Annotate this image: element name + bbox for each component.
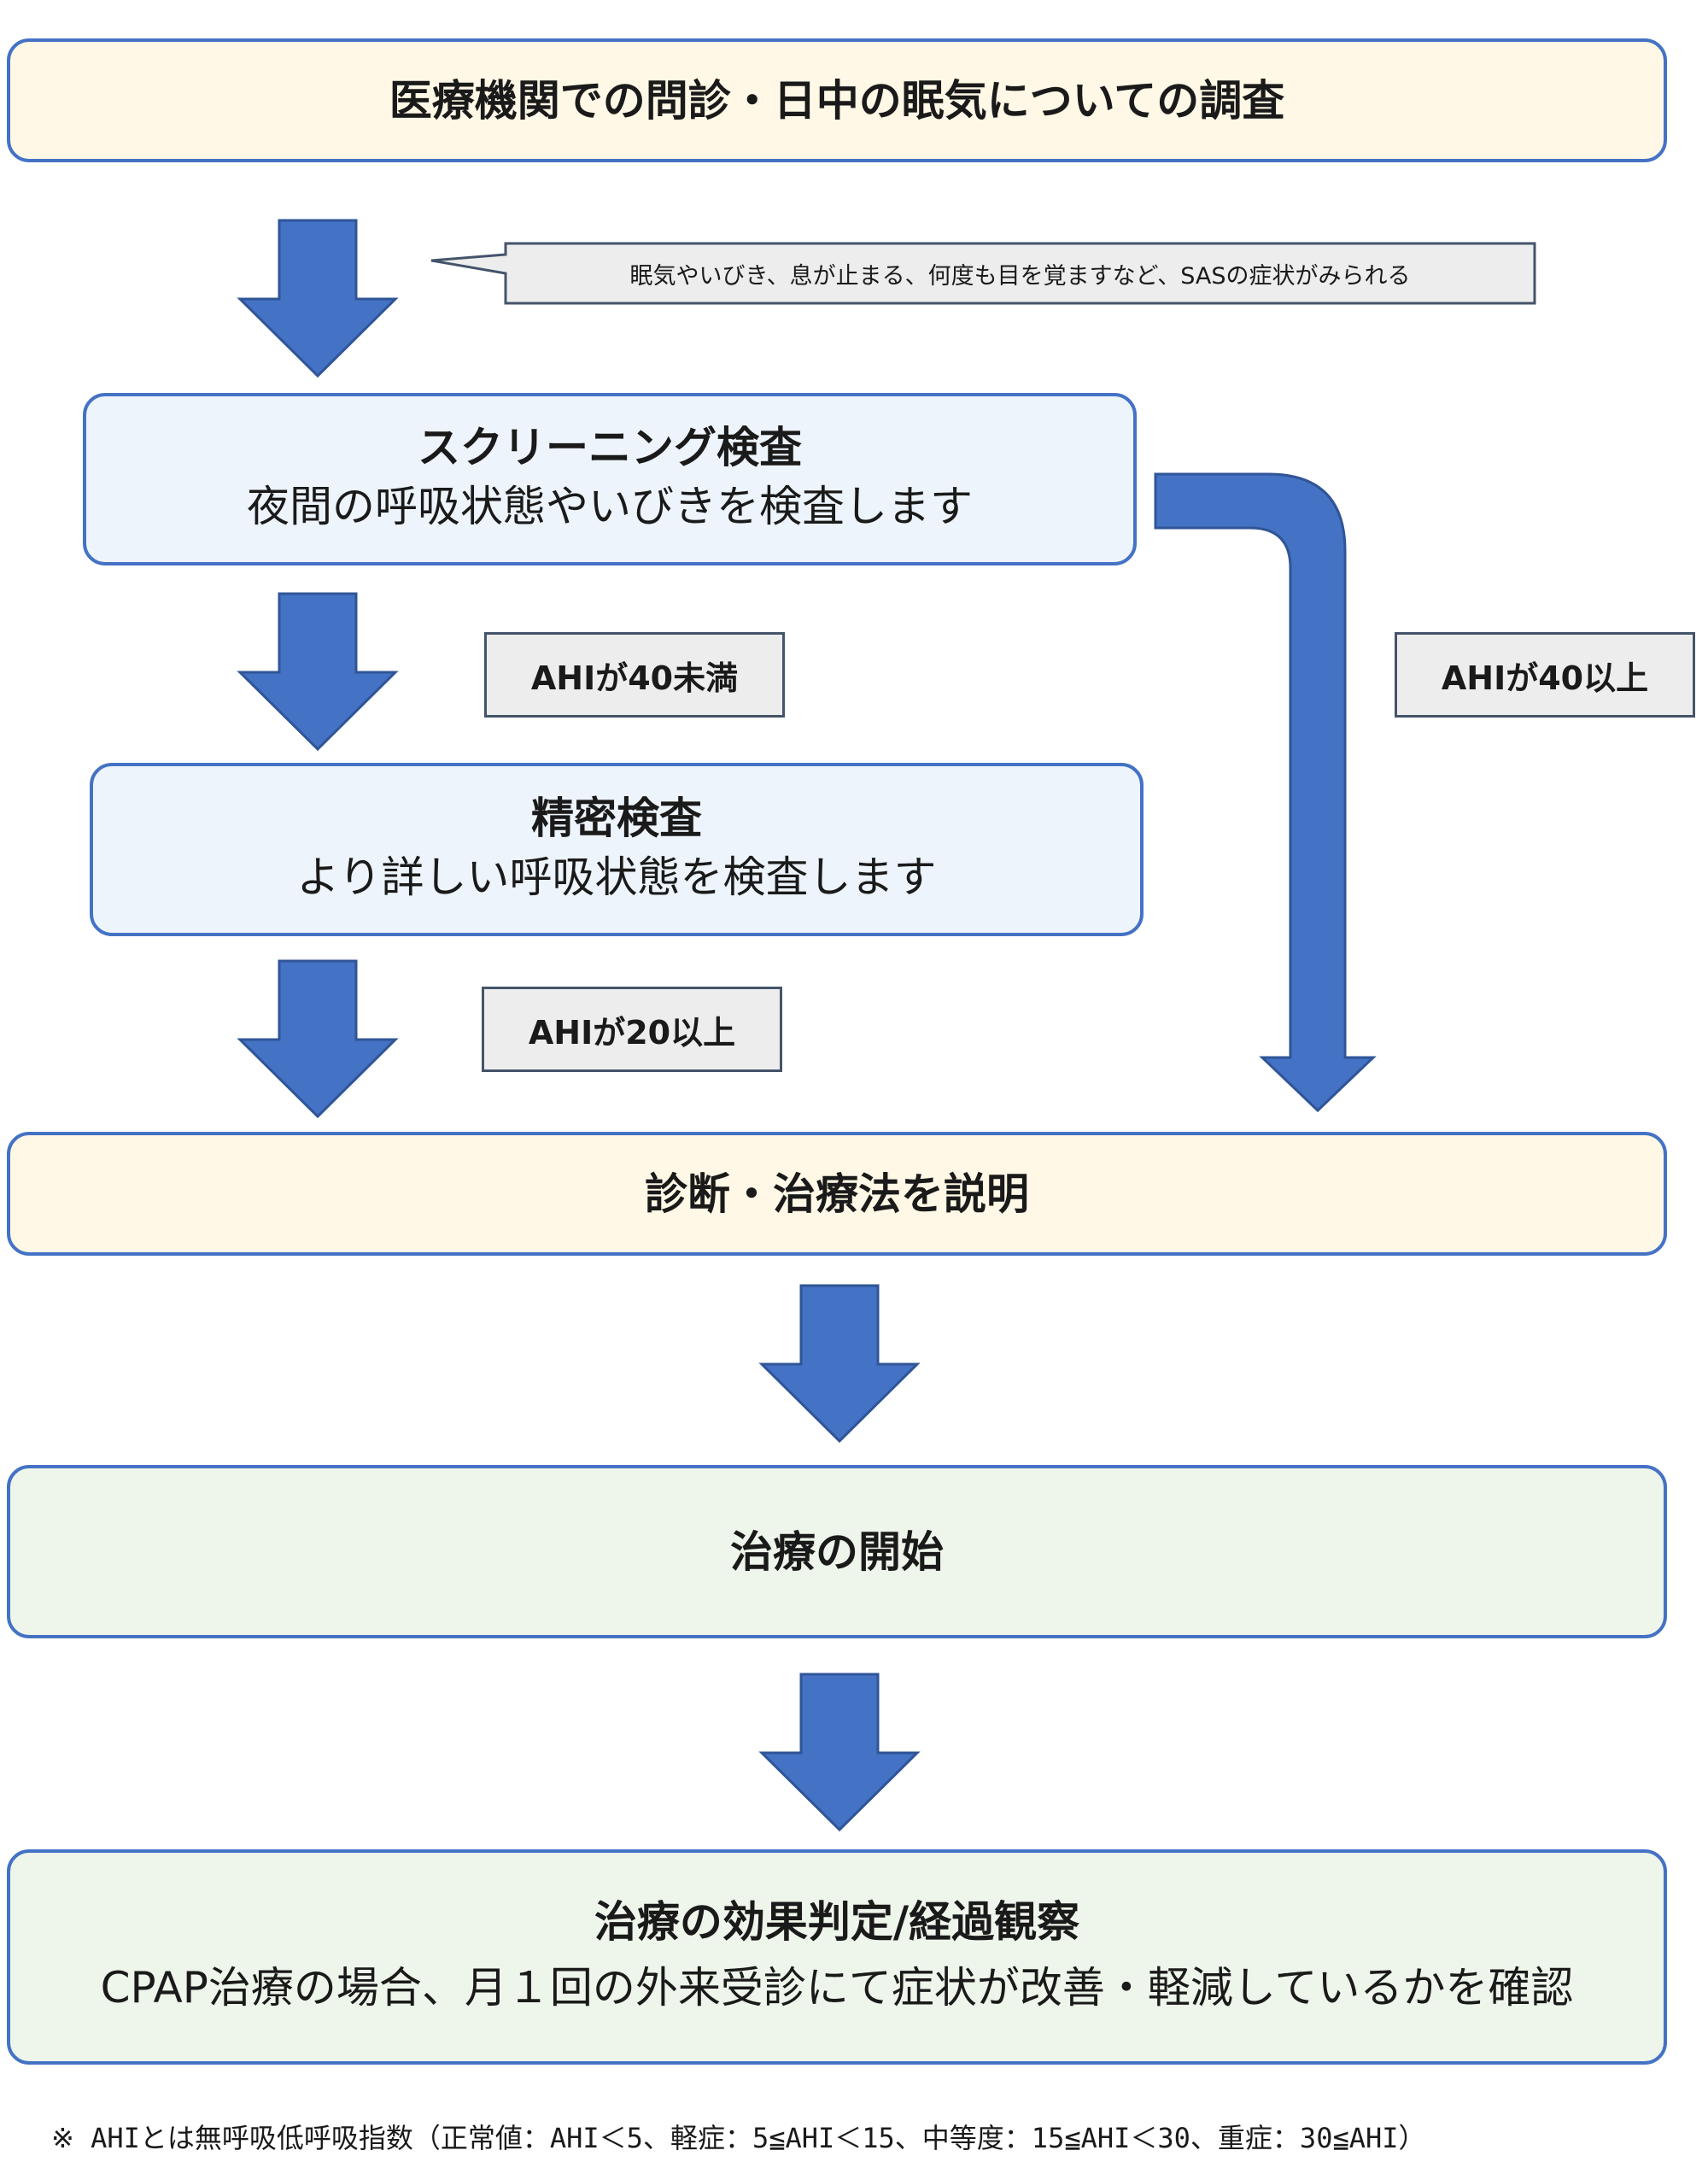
step-screening-title: スクリーニング検査 (418, 423, 802, 473)
step-detailed-subtitle: より詳しい呼吸状態を検査します (296, 852, 937, 902)
step-diagnosis: 診断・治療法を説明 (7, 1132, 1667, 1256)
down-arrow-2 (237, 592, 399, 752)
step-treatment-start-title: 治療の開始 (730, 1526, 944, 1577)
step-evaluation-title: 治療の効果判定/経過観察 (594, 1897, 1080, 1948)
step-evaluation: 治療の効果判定/経過観察 CPAP治療の場合、月１回の外来受診にて症状が改善・軽… (7, 1849, 1667, 2065)
condition-ahi-40-over: AHIが40以上 (1395, 632, 1695, 718)
step-evaluation-subtitle: CPAP治療の場合、月１回の外来受診にて症状が改善・軽減しているかを確認 (100, 1963, 1574, 2013)
step-interview: 医療機関での問診・日中の眠気についての調査 (7, 38, 1667, 162)
step-screening: スクリーニング検査 夜間の呼吸状態やいびきを検査します (83, 393, 1137, 565)
step-detailed: 精密検査 より詳しい呼吸状態を検査します (90, 763, 1144, 936)
down-arrow-5 (758, 1673, 921, 1832)
condition-ahi-20-over: AHIが20以上 (482, 987, 782, 1072)
down-arrow-4 (758, 1284, 921, 1444)
callout-text: 眠気やいびき、息が止まる、何度も目を覚ますなど、SASの症状がみられる (629, 262, 1411, 290)
down-arrow-1 (237, 219, 399, 378)
callout-bubble (430, 242, 1536, 305)
step-interview-title: 医療機関での問診・日中の眠気についての調査 (389, 75, 1285, 126)
condition-ahi-under-40: AHIが40未満 (484, 632, 785, 718)
bypass-arrow (1154, 472, 1377, 1113)
step-treatment-start: 治療の開始 (7, 1465, 1667, 1638)
step-diagnosis-title: 診断・治療法を説明 (645, 1169, 1029, 1219)
down-arrow-3 (237, 959, 399, 1119)
footnote: ※ AHIとは無呼吸低呼吸指数（正常値：AHI＜5、軽症：5≦AHI＜15、中等… (51, 2122, 1426, 2154)
step-detailed-title: 精密検査 (531, 793, 702, 843)
step-screening-subtitle: 夜間の呼吸状態やいびきを検査します (247, 482, 973, 532)
